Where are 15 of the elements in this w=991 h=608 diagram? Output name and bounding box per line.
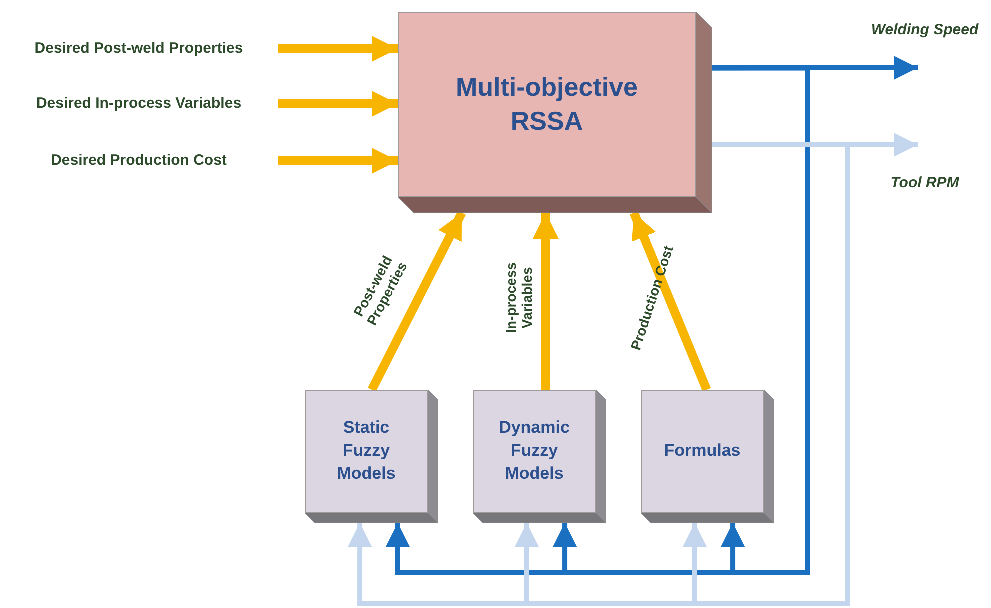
block-label: Dynamic Fuzzy Models (498, 417, 571, 485)
block-label: Static Fuzzy Models (336, 417, 397, 485)
block-label: Formulas (663, 440, 742, 462)
arrow (630, 211, 712, 392)
edge-label: Welding Speed (871, 21, 979, 39)
arrow (278, 36, 398, 62)
input-label: Desired Production Cost (51, 150, 227, 171)
arrow (532, 213, 559, 390)
input-label: Desired Post-weld Properties (34, 38, 244, 59)
edge-label: In-process Variables (502, 262, 536, 334)
block-label: Multi-objective RSSA (454, 70, 639, 138)
input-label: Desired In-process Variables (36, 94, 242, 114)
arrow (278, 91, 398, 118)
arrow (278, 148, 398, 174)
edge-label: Tool RPM (890, 174, 960, 192)
